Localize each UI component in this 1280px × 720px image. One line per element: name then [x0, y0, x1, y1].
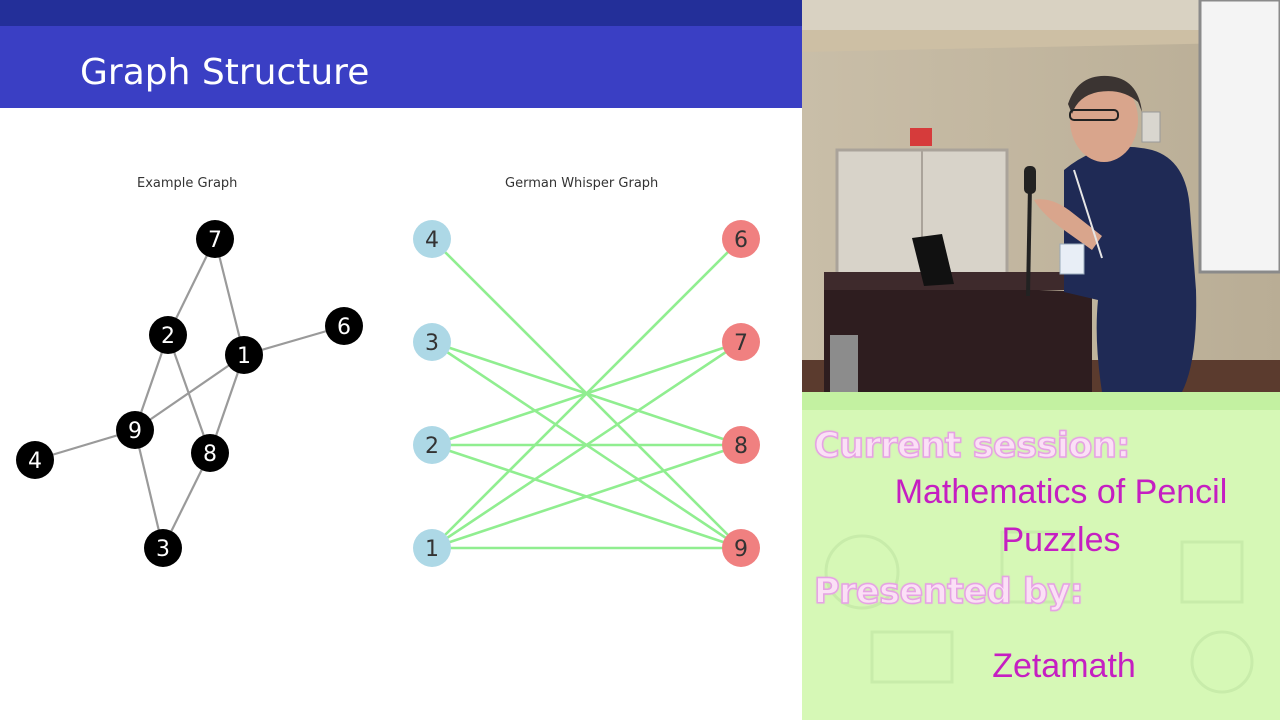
example-node-label-9: 9	[128, 419, 142, 444]
whisper-node-left-2: 2	[413, 426, 451, 464]
example-node-4: 4	[16, 441, 54, 479]
example-node-label-6: 6	[337, 315, 351, 340]
whisper-node-label-1: 1	[425, 537, 439, 562]
example-node-1: 1	[225, 336, 263, 374]
whisper-node-label-6: 6	[734, 228, 748, 253]
example-edge-1-9	[134, 354, 245, 431]
example-node-6: 6	[325, 307, 363, 345]
german-whisper-graph-nodes: 4 3 2 1 6 7 8 9	[413, 220, 760, 567]
example-graph-title: Example Graph	[137, 176, 238, 191]
example-node-3: 3	[144, 529, 182, 567]
session-info-panel: Current session: Mathematics of Pencil P…	[802, 392, 1280, 720]
whisper-node-left-1: 1	[413, 529, 451, 567]
slide-title: Graph Structure	[80, 52, 370, 93]
whisper-edge-1-7	[431, 340, 742, 550]
whisper-node-right-8: 8	[722, 426, 760, 464]
microphone	[1024, 166, 1036, 194]
graph-figures: 1 2 3 4 6 7 8 9 4 3 2 1 6 7 8 9	[16, 220, 760, 567]
german-whisper-graph-edges	[431, 238, 742, 550]
podium	[824, 282, 1092, 392]
whisper-node-label-7: 7	[734, 331, 748, 356]
example-node-8: 8	[191, 434, 229, 472]
projection-screen	[1198, 0, 1280, 274]
german-whisper-graph-title: German Whisper Graph	[505, 176, 659, 191]
slide-top-bar	[0, 0, 802, 26]
whisper-edge-1-8	[431, 443, 742, 550]
whisper-node-label-8: 8	[734, 434, 748, 459]
presentation-slide: Graph Structure Example Graph German Whi…	[0, 0, 802, 720]
example-graph-edges	[34, 238, 345, 549]
presenter-name: Zetamath	[992, 647, 1136, 685]
example-node-label-7: 7	[208, 228, 222, 253]
whisper-node-right-6: 6	[722, 220, 760, 258]
whisper-edge-1-6	[431, 238, 742, 549]
example-edge-7-1	[213, 238, 246, 356]
example-edge-9-3	[133, 429, 165, 549]
example-node-label-2: 2	[161, 324, 175, 349]
whisper-node-label-9: 9	[734, 537, 748, 562]
session-title-line2: Puzzles	[1001, 521, 1121, 559]
slide-header-bar	[0, 26, 802, 108]
whisper-node-label-4: 4	[425, 228, 439, 253]
example-node-2: 2	[149, 316, 187, 354]
exit-sign	[910, 128, 932, 146]
name-badge	[1059, 243, 1085, 275]
whisper-node-label-3: 3	[425, 331, 439, 356]
whisper-node-label-2: 2	[425, 434, 439, 459]
presenter-camera-feed	[802, 0, 1280, 392]
laptop	[912, 234, 954, 286]
presenter	[1064, 146, 1197, 392]
example-node-label-8: 8	[203, 442, 217, 467]
example-node-label-1: 1	[237, 344, 251, 369]
session-title-line1: Mathematics of Pencil	[894, 473, 1228, 511]
whisper-node-left-4: 4	[413, 220, 451, 258]
example-node-label-3: 3	[156, 537, 170, 562]
whisper-node-left-3: 3	[413, 323, 451, 361]
panel-background-pattern	[802, 392, 1280, 694]
whisper-node-right-7: 7	[722, 323, 760, 361]
example-node-9: 9	[116, 411, 154, 449]
presented-by-heading: Presented by:	[813, 571, 1084, 613]
current-session-heading: Current session:	[813, 425, 1131, 467]
whisper-node-right-9: 9	[722, 529, 760, 567]
example-graph-nodes: 1 2 3 4 6 7 8 9	[16, 220, 363, 567]
example-node-7: 7	[196, 220, 234, 258]
example-node-label-4: 4	[28, 449, 42, 474]
